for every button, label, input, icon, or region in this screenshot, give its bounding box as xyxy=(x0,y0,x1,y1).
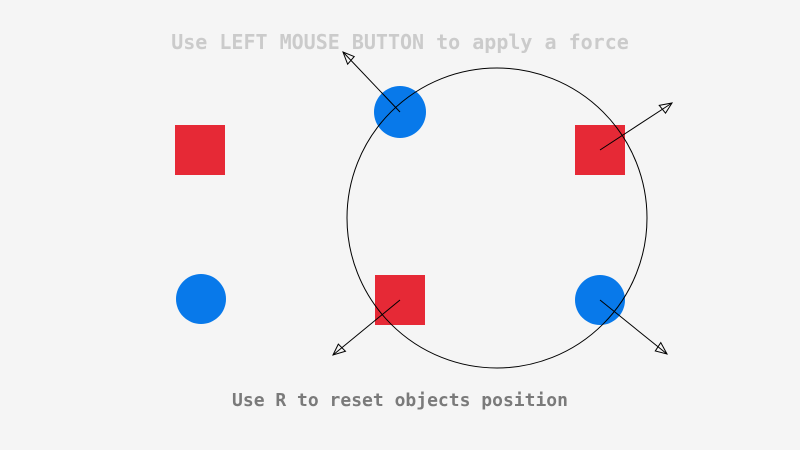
force-arrow-red-box-right xyxy=(599,102,674,151)
instruction-apply-force: Use LEFT MOUSE BUTTON to apply a force xyxy=(171,30,629,54)
force-arrow-blue-ball-bottom-right xyxy=(599,299,668,355)
overlay-layer xyxy=(332,51,674,369)
red-box-left[interactable] xyxy=(175,125,225,175)
force-arrow-red-box-bottom-center xyxy=(332,299,401,356)
boundary-circle xyxy=(346,67,648,369)
objects-layer xyxy=(175,86,625,325)
blue-ball-bottom-left[interactable] xyxy=(176,274,226,324)
instruction-reset: Use R to reset objects position xyxy=(232,390,568,411)
force-arrow-blue-ball-top xyxy=(342,51,401,113)
